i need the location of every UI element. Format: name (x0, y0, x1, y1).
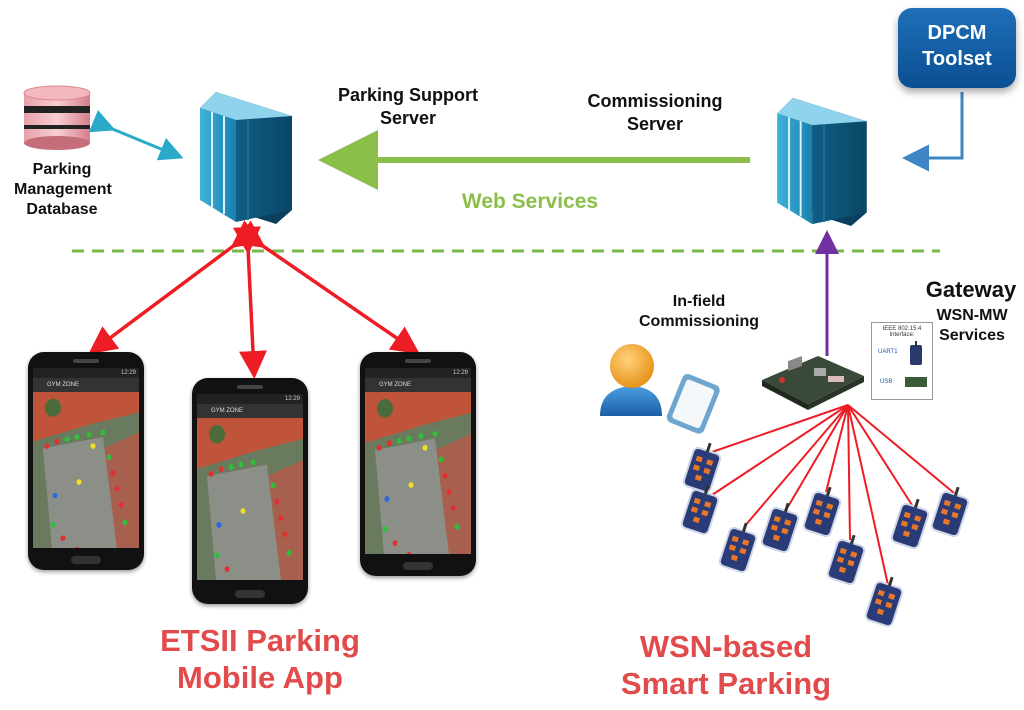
app-bar-title: GYM ZONE (33, 378, 139, 392)
usb-label: USB (880, 379, 893, 385)
database-icon (23, 85, 91, 150)
interface-title: IEEE 802.15.4 Interface: (882, 326, 922, 338)
wsn-mw-services-label: WSN-MW Services (936, 307, 1008, 344)
sensor-node-icon (889, 494, 933, 551)
web-services-label: Web Services (461, 190, 599, 213)
phone-link-right (234, 220, 420, 354)
phone-screen: 12:29 GYM ZONE (197, 394, 303, 580)
sensor-node-icon (825, 530, 869, 587)
usb-module-icon (905, 377, 927, 387)
server-icon (777, 97, 867, 227)
home-button[interactable] (235, 590, 265, 598)
status-bar: 12:29 (33, 368, 139, 378)
phone-screen: 12:29 GYM ZONE (365, 368, 471, 554)
home-button[interactable] (403, 562, 433, 570)
sensor-node-icon (759, 498, 803, 555)
in-field-commissioning-label: In-field Commissioning (638, 293, 759, 330)
radio-module-icon (910, 341, 922, 365)
map-view (365, 392, 471, 554)
sensor-node-icon (929, 482, 973, 539)
dpcm-toolset-box: DPCM Toolset (898, 8, 1016, 88)
etsii-app-title: ETSII Parking Mobile App (160, 623, 360, 696)
dpcm-subtitle: Toolset (922, 48, 992, 70)
sensor-links (711, 404, 955, 586)
dpcm-link-arrow (902, 92, 964, 172)
user-icon (600, 344, 720, 434)
server-icon (200, 92, 292, 224)
phone-left: 12:29 GYM ZONE (28, 352, 144, 570)
phone-right: 12:29 GYM ZONE (360, 352, 476, 576)
parking-db-label: Parking Management Database (14, 161, 112, 218)
status-bar: 12:29 (197, 394, 303, 404)
gateway-board-icon (762, 355, 864, 410)
home-button[interactable] (71, 556, 101, 564)
phone-center: 12:29 GYM ZONE (192, 378, 308, 604)
commissioning-server-label: Commissioning Server (587, 91, 723, 134)
status-bar: 12:29 (365, 368, 471, 378)
wsn-smart-parking-title: WSN-based Smart Parking (620, 629, 832, 702)
map-view (197, 418, 303, 580)
gateway-interface-card: IEEE 802.15.4 Interface: UART1 USB (871, 322, 933, 400)
gateway-title: Gateway (925, 277, 1017, 302)
dpcm-title: DPCM (927, 22, 987, 44)
parking-support-server-label: Parking Support Server (337, 85, 478, 128)
phone-screen: 12:29 GYM ZONE (33, 368, 139, 548)
uart-label: UART1 (878, 349, 898, 355)
app-bar-title: GYM ZONE (365, 378, 471, 392)
sensor-node-icon (717, 518, 761, 575)
db-link-arrow (88, 110, 184, 161)
app-bar-title: GYM ZONE (197, 404, 303, 418)
phone-link-left (88, 220, 262, 355)
sensor-node-icon (801, 482, 845, 539)
sensor-node-icon (863, 572, 907, 629)
sensor-node-icon (681, 438, 725, 495)
map-view (33, 392, 139, 548)
